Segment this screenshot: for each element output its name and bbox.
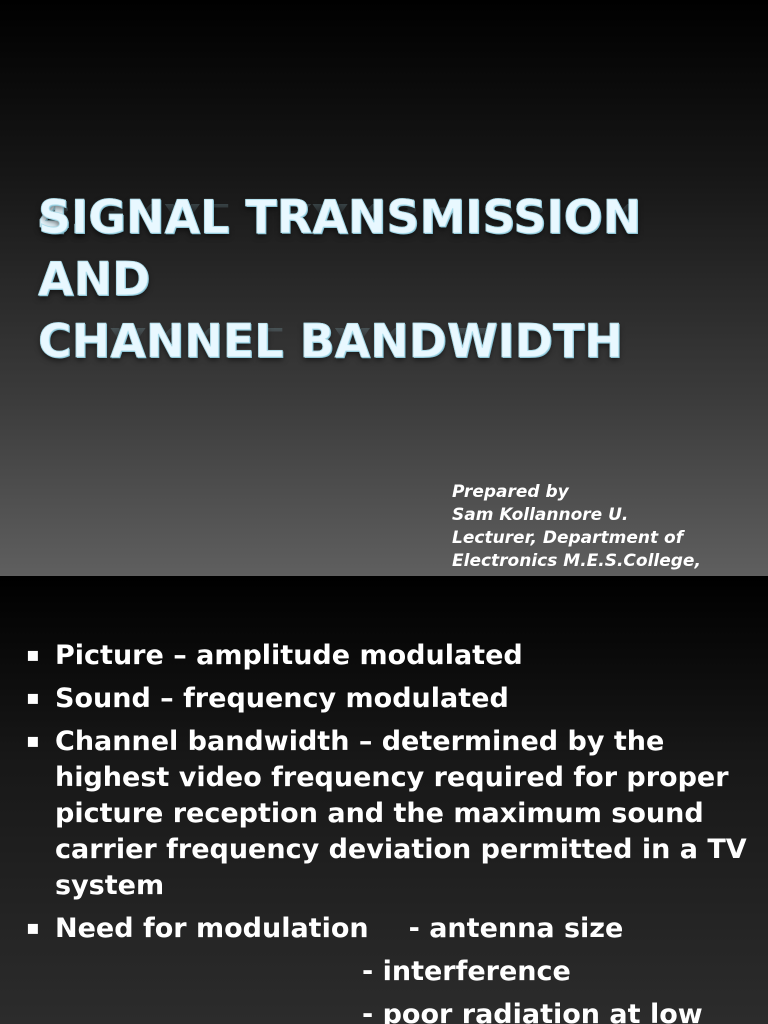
author-prepared-by: Prepared by bbox=[452, 482, 569, 502]
slide-title: 4. SIGNAL TRANSMISSION 4. SIGNAL TRANSMI… bbox=[38, 186, 758, 372]
title-line-1-text: SIGNAL TRANSMISSION bbox=[38, 186, 642, 248]
bullet-item-channel-bandwidth: ▪ Channel bandwidth – determined by the … bbox=[0, 724, 768, 904]
modulation-reason-interference: - interference bbox=[362, 956, 571, 987]
bullet-text-wrapper: Need for modulation - antenna size bbox=[55, 911, 748, 947]
modulation-reason-antenna: - antenna size bbox=[408, 913, 624, 944]
bullet-square-icon: ▪ bbox=[26, 728, 40, 752]
title-line-3-text: CHANNEL BANDWIDTH bbox=[38, 310, 623, 372]
title-line-2: AND bbox=[38, 248, 758, 310]
content-slide: ▪ Picture – amplitude modulated ▪ Sound … bbox=[0, 576, 768, 1024]
bullet-list: ▪ Picture – amplitude modulated ▪ Sound … bbox=[0, 638, 768, 1024]
bullet-text: Sound – frequency modulated bbox=[55, 683, 509, 714]
bullet-item-need-for-modulation: ▪ Need for modulation - antenna size bbox=[0, 911, 768, 947]
title-line-1: 4. SIGNAL TRANSMISSION 4. SIGNAL TRANSMI… bbox=[38, 186, 758, 248]
bullet-square-icon: ▪ bbox=[26, 685, 40, 709]
bullet-text: Picture – amplitude modulated bbox=[55, 640, 523, 671]
modulation-reason-radiation: - poor radiation at low bbox=[362, 999, 703, 1024]
bullet-square-icon: ▪ bbox=[26, 642, 40, 666]
author-credit: Prepared by Sam Kollannore U. Lecturer, … bbox=[452, 481, 762, 573]
bullet-text: Channel bandwidth – determined by the hi… bbox=[55, 726, 747, 901]
title-line-2-text: AND bbox=[38, 248, 151, 310]
title-number: 4. bbox=[38, 186, 88, 248]
author-institution: Electronics M.E.S.College, bbox=[452, 551, 701, 571]
bullet-item-picture: ▪ Picture – amplitude modulated bbox=[0, 638, 768, 674]
author-name: Sam Kollannore U. bbox=[452, 505, 629, 525]
title-slide: 4. SIGNAL TRANSMISSION 4. SIGNAL TRANSMI… bbox=[0, 0, 768, 576]
modulation-heading: Need for modulation bbox=[55, 913, 369, 944]
author-position: Lecturer, Department of bbox=[452, 528, 684, 548]
title-line-3: CHANNEL BANDWIDTH CHANNEL BANDWIDTH bbox=[38, 310, 758, 372]
bullet-item-sound: ▪ Sound – frequency modulated bbox=[0, 681, 768, 717]
bullet-square-icon: ▪ bbox=[26, 915, 40, 939]
